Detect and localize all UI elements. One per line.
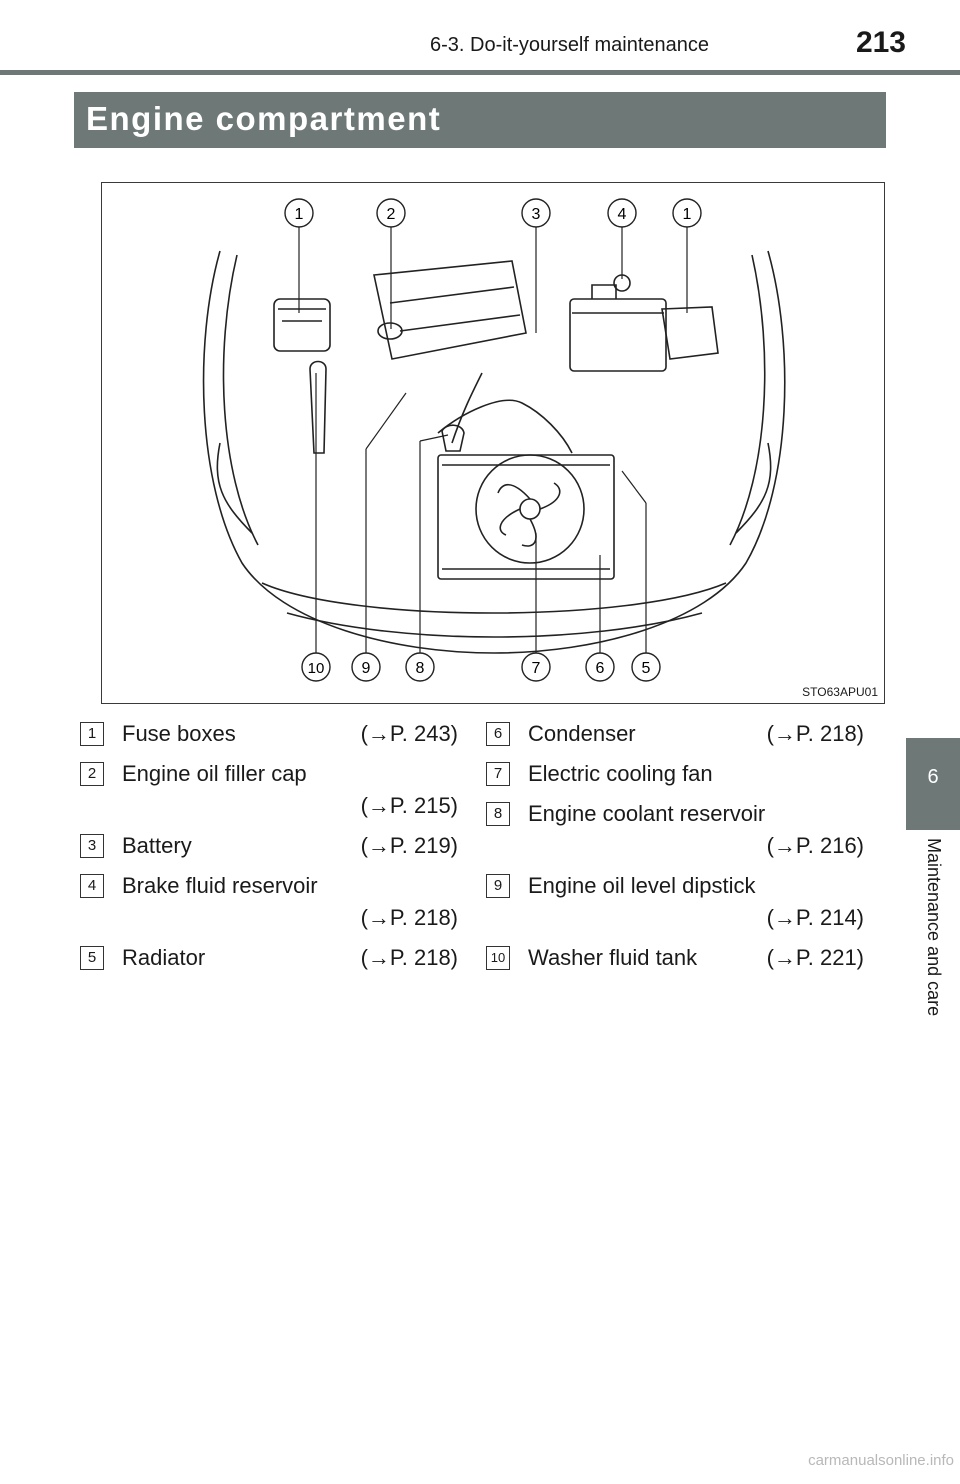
callout-bottom-10: 10 xyxy=(308,660,325,677)
legend-page-ref[interactable]: (→P. 218) xyxy=(766,721,864,746)
legend-part-name: Engine oil level dipstick xyxy=(528,873,756,898)
legend-number: 4 xyxy=(80,874,104,898)
callout-top-3: 3 xyxy=(532,206,541,223)
legend-page-ref[interactable]: (→P. 243) xyxy=(360,721,458,746)
header-rule xyxy=(0,70,960,75)
chapter-label: Maintenance and care xyxy=(924,838,944,1017)
figure-code: STO63APU01 xyxy=(802,685,878,699)
legend-part-name: Electric cooling fan xyxy=(528,761,713,786)
legend-page-ref[interactable]: (→P. 221) xyxy=(766,945,864,970)
legend-item: 5 Radiator (→P. 218) xyxy=(80,942,460,982)
legend-item: 1 Fuse boxes (→P. 243) xyxy=(80,718,460,758)
section-title: Engine compartment xyxy=(86,100,442,137)
legend-part-name: Fuse boxes xyxy=(122,721,236,746)
legend-item: 6 Condenser (→P. 218) xyxy=(486,718,866,758)
legend-column-left: 1 Fuse boxes (→P. 243) 2 Engine oil fill… xyxy=(80,718,460,982)
legend-item: 10 Washer fluid tank (→P. 221) xyxy=(486,942,866,982)
legend-page-ref[interactable]: (→P. 219) xyxy=(360,833,458,858)
callout-bottom-5: 5 xyxy=(642,660,651,677)
legend-item: 4 Brake fluid reservoir (→P. 218) xyxy=(80,870,460,942)
legend-part-name: Battery xyxy=(122,833,192,858)
callout-bottom-7: 7 xyxy=(532,660,541,677)
legend-part-name: Brake fluid reservoir xyxy=(122,873,318,898)
callout-bottom-6: 6 xyxy=(596,660,605,677)
parts-legend: 1 Fuse boxes (→P. 243) 2 Engine oil fill… xyxy=(80,718,870,1008)
legend-number: 3 xyxy=(80,834,104,858)
callout-top-4: 4 xyxy=(618,206,627,223)
legend-page-ref[interactable]: (→P. 216) xyxy=(766,833,864,858)
legend-number: 9 xyxy=(486,874,510,898)
legend-number: 1 xyxy=(80,722,104,746)
legend-item: 8 Engine coolant reservoir (→P. 216) xyxy=(486,798,866,870)
legend-part-name: Washer fluid tank xyxy=(528,945,698,970)
engine-compartment-figure: 1 2 3 4 1 10 9 8 7 6 5 STO63APU01 xyxy=(101,182,885,704)
legend-number: 6 xyxy=(486,722,510,746)
legend-number: 5 xyxy=(80,946,104,970)
chapter-tab[interactable]: 6 xyxy=(906,738,960,830)
legend-item: 7 Electric cooling fan xyxy=(486,758,866,798)
legend-part-name: Engine coolant reservoir xyxy=(528,801,766,826)
callout-top-5: 1 xyxy=(683,206,692,223)
legend-item: 3 Battery (→P. 219) xyxy=(80,830,460,870)
callout-bottom-9: 9 xyxy=(362,660,371,677)
legend-part-name: Condenser xyxy=(528,721,636,746)
legend-column-right: 6 Condenser (→P. 218) 7 Electric cooling… xyxy=(486,718,866,982)
legend-number: 8 xyxy=(486,802,510,826)
legend-item: 2 Engine oil filler cap (→P. 215) xyxy=(80,758,460,830)
legend-part-name: Radiator xyxy=(122,945,206,970)
legend-number: 2 xyxy=(80,762,104,786)
page-number: 213 xyxy=(855,26,906,59)
callout-top-1: 1 xyxy=(295,206,304,223)
legend-part-name: Engine oil filler cap xyxy=(122,761,307,786)
watermark: carmanualsonline.info xyxy=(808,1452,954,1469)
legend-number: 7 xyxy=(486,762,510,786)
bottom-callouts: 10 9 8 7 6 5 xyxy=(301,652,661,682)
callout-top-2: 2 xyxy=(387,206,396,223)
chapter-number: 6 xyxy=(927,766,939,788)
top-callouts: 1 2 3 4 1 xyxy=(284,198,702,228)
engine-illustration: 1 2 3 4 1 10 9 8 7 6 5 xyxy=(202,198,786,682)
chapter-label-vertical: Maintenance and care xyxy=(906,838,960,1068)
running-header-section: 6-3. Do-it-yourself maintenance xyxy=(430,34,710,56)
legend-page-ref[interactable]: (→P. 214) xyxy=(766,905,864,930)
legend-page-ref[interactable]: (→P. 215) xyxy=(360,793,458,818)
legend-page-ref[interactable]: (→P. 218) xyxy=(360,945,458,970)
legend-number: 10 xyxy=(486,946,510,970)
callout-bottom-8: 8 xyxy=(416,660,425,677)
legend-item: 9 Engine oil level dipstick (→P. 214) xyxy=(486,870,866,942)
section-title-bar: Engine compartment xyxy=(74,92,886,148)
legend-page-ref[interactable]: (→P. 218) xyxy=(360,905,458,930)
